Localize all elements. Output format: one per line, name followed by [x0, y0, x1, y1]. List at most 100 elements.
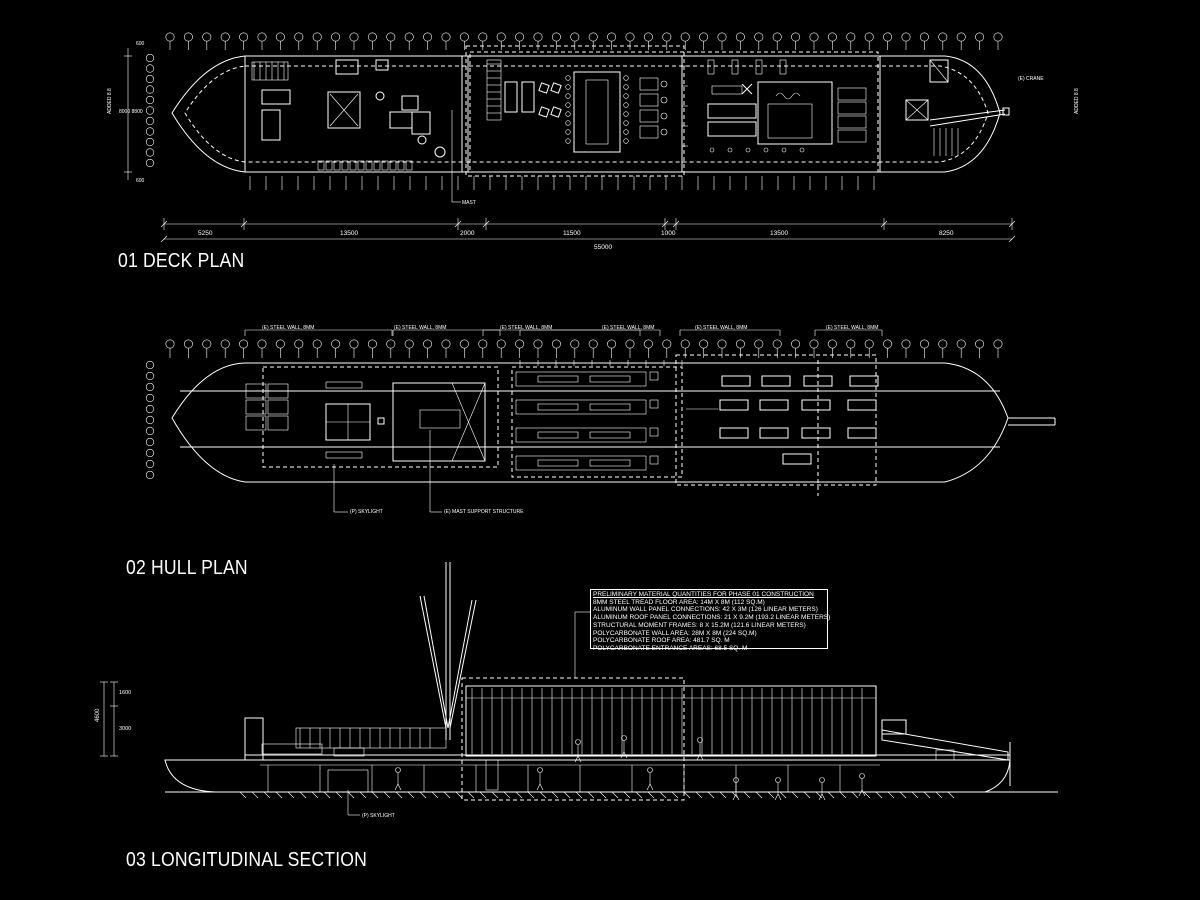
module-boundary	[469, 51, 879, 173]
hatch	[419, 791, 427, 799]
grid-bubble	[239, 339, 249, 349]
chair-dot	[623, 120, 629, 126]
grid-bubble	[294, 32, 304, 42]
toilet	[660, 128, 668, 136]
chair-dot	[565, 75, 571, 81]
hatch	[695, 791, 703, 799]
hatch	[707, 791, 715, 799]
toilet	[660, 112, 668, 120]
stern-box	[935, 749, 955, 761]
hatch	[599, 791, 607, 799]
grid-bubble	[699, 32, 709, 42]
hatch	[263, 791, 271, 799]
tank	[589, 459, 631, 467]
chair-dot	[623, 75, 629, 81]
window	[759, 427, 789, 439]
hatch	[827, 791, 835, 799]
person-head	[775, 777, 781, 783]
grid-bubble	[938, 32, 948, 42]
vent	[325, 381, 363, 389]
tank	[589, 431, 631, 439]
grid-bubble	[662, 32, 672, 42]
grid-bubble	[607, 32, 617, 42]
tank	[537, 375, 579, 383]
hatch	[359, 791, 367, 799]
chair-dot	[565, 102, 571, 108]
grid-bubble	[220, 32, 230, 42]
crane-note: (E) CRANE	[1018, 76, 1044, 82]
grid-bubble	[625, 339, 635, 349]
grid-bubble	[533, 32, 543, 42]
quantity-line: POLYCARBONATE WALL AREA: 28M X 8M (224 S…	[593, 629, 757, 637]
grid-bubble	[145, 382, 155, 392]
tank	[537, 403, 579, 411]
chair	[550, 106, 562, 118]
quantity-line: ALUMINUM WALL PANEL CONNECTIONS: 42 X 3M…	[593, 606, 818, 614]
crane-arm	[929, 109, 1006, 121]
bolt	[763, 147, 769, 153]
grid-bubble	[827, 32, 837, 42]
greenhouse-boundary	[465, 45, 685, 177]
grid-bubble	[404, 32, 414, 42]
wall-label-4: (E) STEEL WALL, 8MM	[602, 325, 655, 331]
hatch	[251, 791, 259, 799]
grid-bubble	[275, 32, 285, 42]
tank	[589, 375, 631, 383]
grid-bubble	[331, 32, 341, 42]
counter	[707, 103, 757, 119]
grid-bubble	[956, 32, 966, 42]
grid-bubble	[864, 339, 874, 349]
person-head	[575, 739, 581, 745]
window	[849, 375, 879, 387]
hatch	[635, 791, 643, 799]
window	[801, 427, 831, 439]
hatch	[479, 791, 487, 799]
person-leg	[623, 751, 628, 759]
person-leg	[777, 793, 782, 801]
dim-segment-1: 5250	[198, 230, 213, 237]
hatch	[803, 791, 811, 799]
grid-bubble	[809, 32, 819, 42]
person-head	[621, 735, 627, 741]
plant	[417, 135, 427, 145]
hatch	[347, 791, 355, 799]
hatch	[431, 791, 439, 799]
conference-table-inner	[585, 79, 609, 145]
toilet-stall	[639, 93, 659, 107]
hatch	[719, 791, 727, 799]
person-leg	[649, 783, 654, 791]
grid-bubble	[919, 32, 929, 42]
seat	[504, 81, 518, 113]
hatch	[335, 791, 343, 799]
tank	[537, 459, 579, 467]
desk	[411, 111, 431, 135]
bunk	[837, 101, 867, 115]
grid-bubble	[919, 339, 929, 349]
grid-bubble	[183, 32, 193, 42]
person-leg	[699, 753, 704, 761]
grid-bubble	[754, 32, 764, 42]
hatch	[467, 791, 475, 799]
chair-dot	[565, 84, 571, 90]
quantity-line: STRUCTURAL MOMENT FRAMES: 8 X 15.2M (121…	[593, 621, 806, 629]
column	[755, 59, 763, 75]
bunk	[837, 87, 867, 101]
hull-outline	[171, 55, 1001, 173]
tank-bay	[515, 399, 647, 415]
person-head	[859, 773, 865, 779]
hatch	[863, 791, 871, 799]
window	[847, 427, 877, 439]
dim-segment-3: 2000	[460, 230, 475, 237]
hull-outline	[171, 362, 1009, 483]
hatch	[503, 791, 511, 799]
grid-bubble	[772, 32, 782, 42]
room-boundary	[262, 366, 499, 468]
grid-bubble	[478, 32, 488, 42]
tank-bay	[515, 371, 647, 387]
grid-bubble	[165, 32, 175, 42]
deck-plan	[124, 32, 1016, 243]
grid-bubble	[145, 426, 155, 436]
grid-bubble	[145, 85, 155, 94]
section-title: 03 LONGITUDINAL SECTION	[126, 849, 368, 871]
grid-bubble	[846, 339, 856, 349]
